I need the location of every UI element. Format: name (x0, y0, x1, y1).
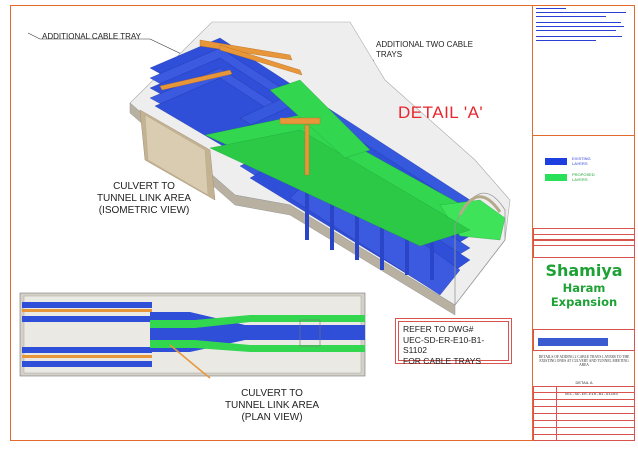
drawing-title: DETAILS OF ADDING 2 CABLE TRAYS LAYERS T… (538, 355, 630, 368)
additional-two-cable-trays-label: ADDITIONAL TWO CABLE TRAYS (376, 40, 473, 59)
plan-view-caption: CULVERT TO TUNNEL LINK AREA (PLAN VIEW) (224, 388, 320, 423)
detail-reference: DETAIL A (575, 380, 593, 385)
client-logo-line2: Haram Expansion (550, 281, 618, 309)
isometric-view-drawing (19, 21, 511, 379)
additional-cable-tray-label: ADDITIONAL CABLE TRAY (42, 32, 141, 41)
legend-existing-swatch (545, 158, 567, 165)
legend-proposed-swatch (545, 174, 567, 181)
reference-line-1: REFER TO DWG# (403, 324, 474, 334)
client-logo-line1: Shamiya (545, 261, 623, 280)
drawing-number: UEC-SD-ER-E10-B1-S1103 (565, 393, 618, 397)
contractor-logo-box (533, 329, 635, 351)
general-notes (536, 8, 632, 68)
reference-note-box: REFER TO DWG# UEC-SD-ER-E10-B1-S1102 FOR… (395, 318, 512, 366)
title-block (532, 5, 635, 441)
reference-line-3: FOR CABLE TRAYS (403, 355, 482, 366)
isometric-view-caption: CULVERT TO TUNNEL LINK AREA (ISOMETRIC V… (96, 181, 192, 216)
reference-line-2: UEC-SD-ER-E10-B1-S1102 (403, 334, 485, 356)
detail-a-title: DETAIL 'A' (398, 103, 484, 122)
drawing-frame (10, 5, 635, 441)
